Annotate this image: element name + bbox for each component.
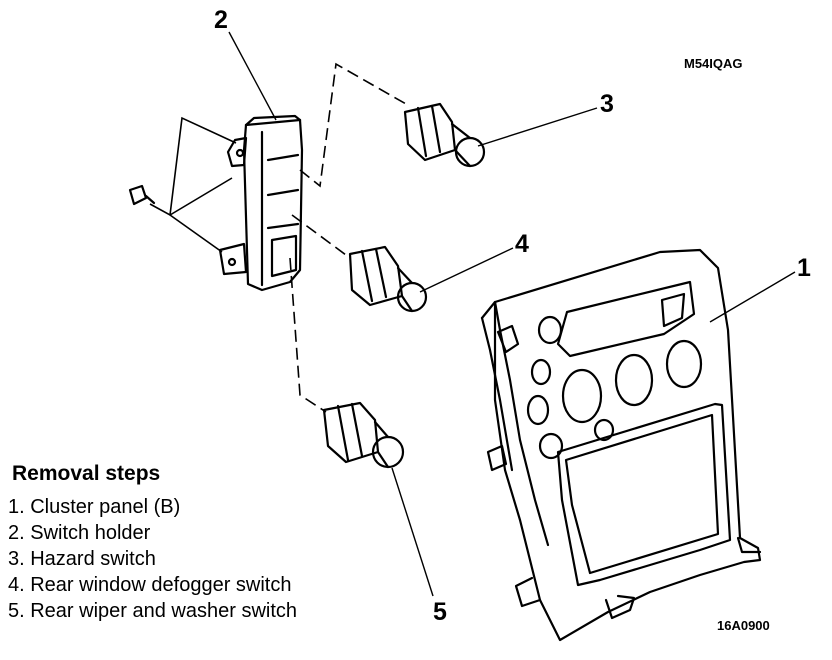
removal-steps-title: Removal steps [12, 462, 161, 485]
figure-code-top: M54IQAG [684, 56, 743, 71]
callout-3: 3 [600, 90, 614, 118]
callout-5: 5 [433, 598, 447, 626]
removal-step: 3. Hazard switch [8, 548, 156, 570]
screw [128, 184, 156, 206]
removal-step: 5. Rear wiper and washer switch [8, 600, 298, 622]
rear-window-defogger-switch [348, 245, 428, 313]
assembly-lines [289, 62, 407, 413]
removal-step: 1. Cluster panel (B) [8, 496, 181, 518]
switch-holder [218, 114, 304, 292]
callout-4: 4 [515, 230, 529, 258]
leader-lines [228, 31, 796, 597]
callout-1: 1 [797, 254, 811, 282]
rear-wiper-washer-switch [322, 401, 405, 469]
hazard-switch [403, 102, 486, 168]
cluster-panel-b [480, 248, 762, 642]
removal-steps: Removal steps 1. Cluster panel (B) 2. Sw… [8, 462, 297, 624]
removal-step: 2. Switch holder [8, 522, 151, 544]
screw-guide-lines [149, 116, 237, 253]
removal-step: 4. Rear window defogger switch [8, 574, 292, 596]
figure-code-bottom: 16A0900 [717, 618, 770, 633]
callout-2: 2 [214, 6, 228, 34]
removal-steps-list: 1. Cluster panel (B) 2. Switch holder 3.… [8, 494, 297, 624]
